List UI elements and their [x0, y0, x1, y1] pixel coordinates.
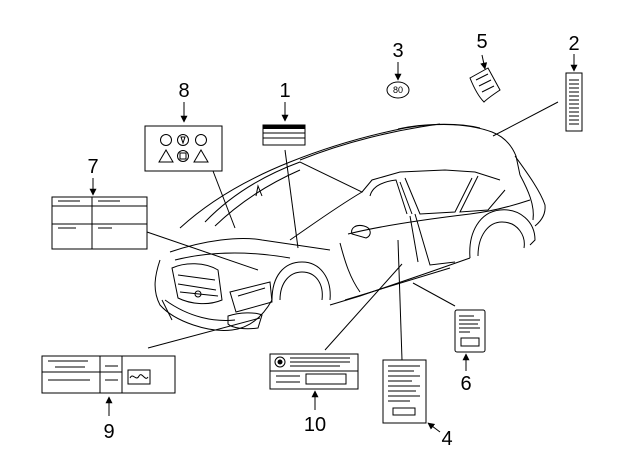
callout-4-arrow [427, 422, 441, 433]
label-5-graphic [469, 67, 501, 103]
label-1-graphic [262, 124, 306, 146]
label-7-graphic [51, 196, 148, 250]
leader-lines [146, 101, 559, 361]
callout-4: 4 [441, 428, 452, 450]
callout-9: 9 [103, 421, 114, 443]
label-2-graphic [565, 72, 583, 132]
callout-5: 5 [476, 31, 487, 53]
callout-5-arrow [480, 54, 488, 70]
callout-7: 7 [87, 156, 98, 178]
label-8-graphic [144, 125, 223, 172]
speed-tag-text: 80 [393, 85, 403, 95]
emblem [194, 290, 202, 298]
label-6-graphic [454, 309, 486, 353]
callout-3: 3 [392, 40, 403, 62]
label-9-graphic [41, 355, 176, 394]
callout-numbers: 1 2 3 4 5 6 7 8 9 10 [87, 31, 579, 450]
callout-1: 1 [279, 80, 290, 102]
vehicle-body-outline [154, 123, 546, 331]
label-10-graphic [269, 353, 359, 390]
label-4-graphic [382, 359, 427, 424]
callout-8: 8 [178, 80, 189, 102]
label-3-speed-tag: 80 [386, 81, 410, 99]
callout-6: 6 [460, 373, 471, 395]
callout-2: 2 [568, 33, 579, 55]
callout-10: 10 [304, 414, 326, 436]
